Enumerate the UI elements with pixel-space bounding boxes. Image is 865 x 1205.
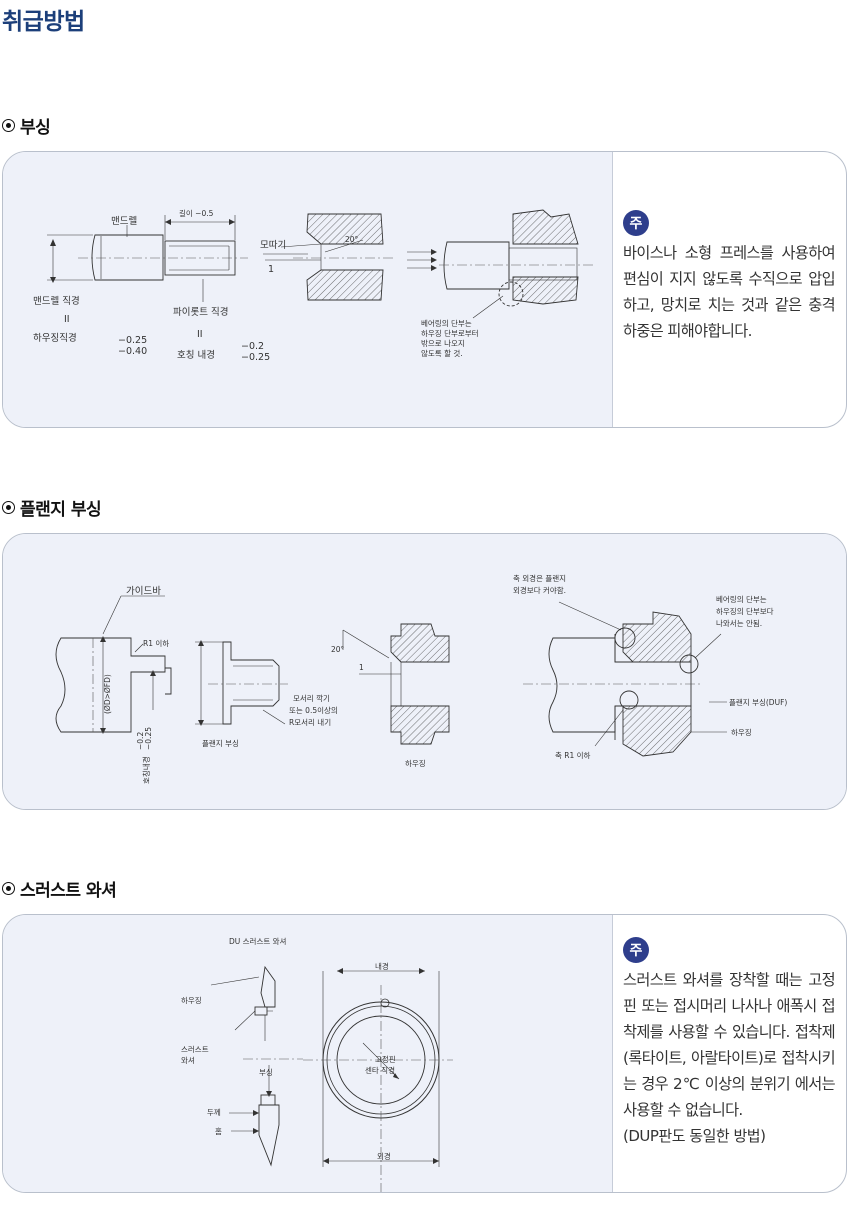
thrust-housing-label: 하우징 <box>181 995 202 1005</box>
outer-dia-label: 외경 <box>377 1151 391 1161</box>
bushing-note-text: 바이스나 소형 프레스를 사용하여 편심이 지지 않도록 수직으로 압입하고, … <box>623 244 836 340</box>
duf-label: 플랜지 부싱(DUF) <box>729 697 787 707</box>
thrust-caption: DU 스러스트 와셔 <box>229 936 286 946</box>
page-title: 취급방법 <box>2 9 85 35</box>
shaft-note-2: 외경보다 커야함. <box>513 585 566 595</box>
shaft-r1-label: 축 R1 이하 <box>555 750 591 760</box>
bullet-icon <box>2 882 15 895</box>
flange-panel: 가이드바 R1 이하 (ØD>ØFD) −0.2 −0.25 호칭내경 모서리 … <box>2 533 847 810</box>
odfd-label: (ØD>ØFD) <box>103 674 112 714</box>
bearing-note-line-4: 않도록 할 것. <box>421 348 463 358</box>
thrust-panel: DU 스러스트 와셔 하우징 스러스트 와셔 부싱 두께 홈 <box>2 914 847 1193</box>
note-badge: 주 <box>623 937 649 963</box>
tolerance-2a: −0.2 <box>241 341 264 352</box>
flange-bearing-note-2: 하우징의 단부보다 <box>716 606 774 616</box>
flange-figure-bg <box>3 534 846 809</box>
flange-housing-label: 하우징 <box>405 758 426 768</box>
flange-diagram: 가이드바 R1 이하 (ØD>ØFD) −0.2 −0.25 호칭내경 모서리 … <box>55 573 787 784</box>
tolerance-1a: −0.25 <box>118 335 147 346</box>
pressed-bushing-drawing <box>439 209 593 319</box>
eq-label-1: II <box>64 314 70 325</box>
thickness-label: 두께 <box>207 1108 221 1117</box>
thrust-washer-front <box>303 968 453 1192</box>
flange-bearing-note-1: 베어링의 단부는 <box>716 594 767 604</box>
angle-label: 20° <box>345 235 359 244</box>
shaft-note-1: 축 외경은 플랜지 <box>513 573 566 583</box>
section-title-text: 스러스트 와셔 <box>20 881 117 901</box>
chamfer-note-2: 또는 0.5이상의 <box>289 705 338 715</box>
thrust-side-view <box>210 965 303 1167</box>
note-badge: 주 <box>623 210 649 236</box>
eq-label-2: II <box>197 329 203 340</box>
guide-bar-label: 가이드바 <box>126 586 161 597</box>
insertion-arrows <box>407 249 437 271</box>
flange-hoching-label: 호칭내경 <box>141 756 151 784</box>
bearing-note-line-2: 하우징 단부로부터 <box>421 328 479 338</box>
chamfer-note-3: R모서리 내기 <box>289 718 331 727</box>
flange-tolerance-b: −0.25 <box>144 727 153 750</box>
housing-dia-label: 하우징직경 <box>33 332 77 344</box>
hoching-label: 호칭 내경 <box>177 349 215 361</box>
bushing-diagram: 맨드렐 길이 −0.5 맨드렐 직경 II 하우징직경 −0.25 −0.40 … <box>33 208 593 363</box>
chamfer-label: 모따기 <box>260 240 286 251</box>
bearing-note-line-3: 밖으로 나오지 <box>421 338 465 348</box>
flange-bearing-note-3: 나와서는 안됨. <box>716 618 762 628</box>
thrust-note: 주 스러스트 와셔를 장착할 때는 고정핀 또는 접시머리 나사나 애폭시 접착… <box>623 937 836 1149</box>
inner-dia-label: 내경 <box>375 961 389 971</box>
thrust-note-text: 스러스트 와셔를 장착할 때는 고정핀 또는 접시머리 나사나 애폭시 접착제를… <box>623 971 836 1119</box>
pilot-dia-label: 파이롯트 직경 <box>173 306 228 318</box>
guide-bar-drawing <box>55 595 172 734</box>
section-title-flange: 플랜지 부싱 <box>2 495 102 520</box>
washer-label-1: 스러스트 <box>181 1045 209 1054</box>
flange-angle-label: 20° <box>331 645 345 654</box>
flange-one-label: 1 <box>359 663 364 672</box>
bushing-note: 주 바이스나 소형 프레스를 사용하여 편심이 지지 않도록 수직으로 압입하고… <box>623 210 836 344</box>
pin-center-label-1: 고정핀 <box>375 1054 396 1064</box>
flange-housing-drawing <box>342 623 450 745</box>
thrust-bushing-label: 부싱 <box>259 1067 273 1077</box>
bullet-icon <box>2 119 15 132</box>
section-title-thrust: 스러스트 와셔 <box>2 876 117 901</box>
tolerance-1b: −0.40 <box>118 346 147 357</box>
groove-label: 홈 <box>215 1126 222 1136</box>
flange-assembly-drawing <box>523 601 727 757</box>
section-title-text: 플랜지 부싱 <box>20 500 102 520</box>
mandrel-drawing <box>47 215 248 302</box>
housing-section-drawing <box>263 213 395 301</box>
washer-label-2: 와셔 <box>181 1055 195 1065</box>
flange-bushing-drawing <box>195 640 288 726</box>
bullet-icon <box>2 501 15 514</box>
one-label: 1 <box>268 264 274 275</box>
chamfer-note-1: 모서리 깍기 <box>293 693 330 703</box>
tolerance-2b: −0.25 <box>241 352 270 363</box>
thrust-diagram: DU 스러스트 와셔 하우징 스러스트 와셔 부싱 두께 홈 <box>181 936 453 1192</box>
flange-bushing-label: 플랜지 부싱 <box>202 738 239 748</box>
thrust-note-text-2: (DUP판도 동일한 방법) <box>623 1127 766 1145</box>
mandrel-dia-label: 맨드렐 직경 <box>33 295 80 307</box>
pin-center-label-2: 센타 직경 <box>365 1065 395 1075</box>
section-title-bushing: 부싱 <box>2 113 51 138</box>
flange-tolerance-a: −0.2 <box>136 732 145 750</box>
r1-label: R1 이하 <box>143 638 169 648</box>
mandrel-label: 맨드렐 <box>111 215 137 227</box>
bearing-note-line-1: 베어링의 단부는 <box>421 318 472 328</box>
flange-housing2-label: 하우징 <box>731 727 752 737</box>
length-label: 길이 −0.5 <box>179 208 214 218</box>
bushing-panel: 맨드렐 길이 −0.5 맨드렐 직경 II 하우징직경 −0.25 −0.40 … <box>2 151 847 428</box>
thrust-figure-bg <box>3 915 613 1192</box>
section-title-text: 부싱 <box>20 118 51 138</box>
